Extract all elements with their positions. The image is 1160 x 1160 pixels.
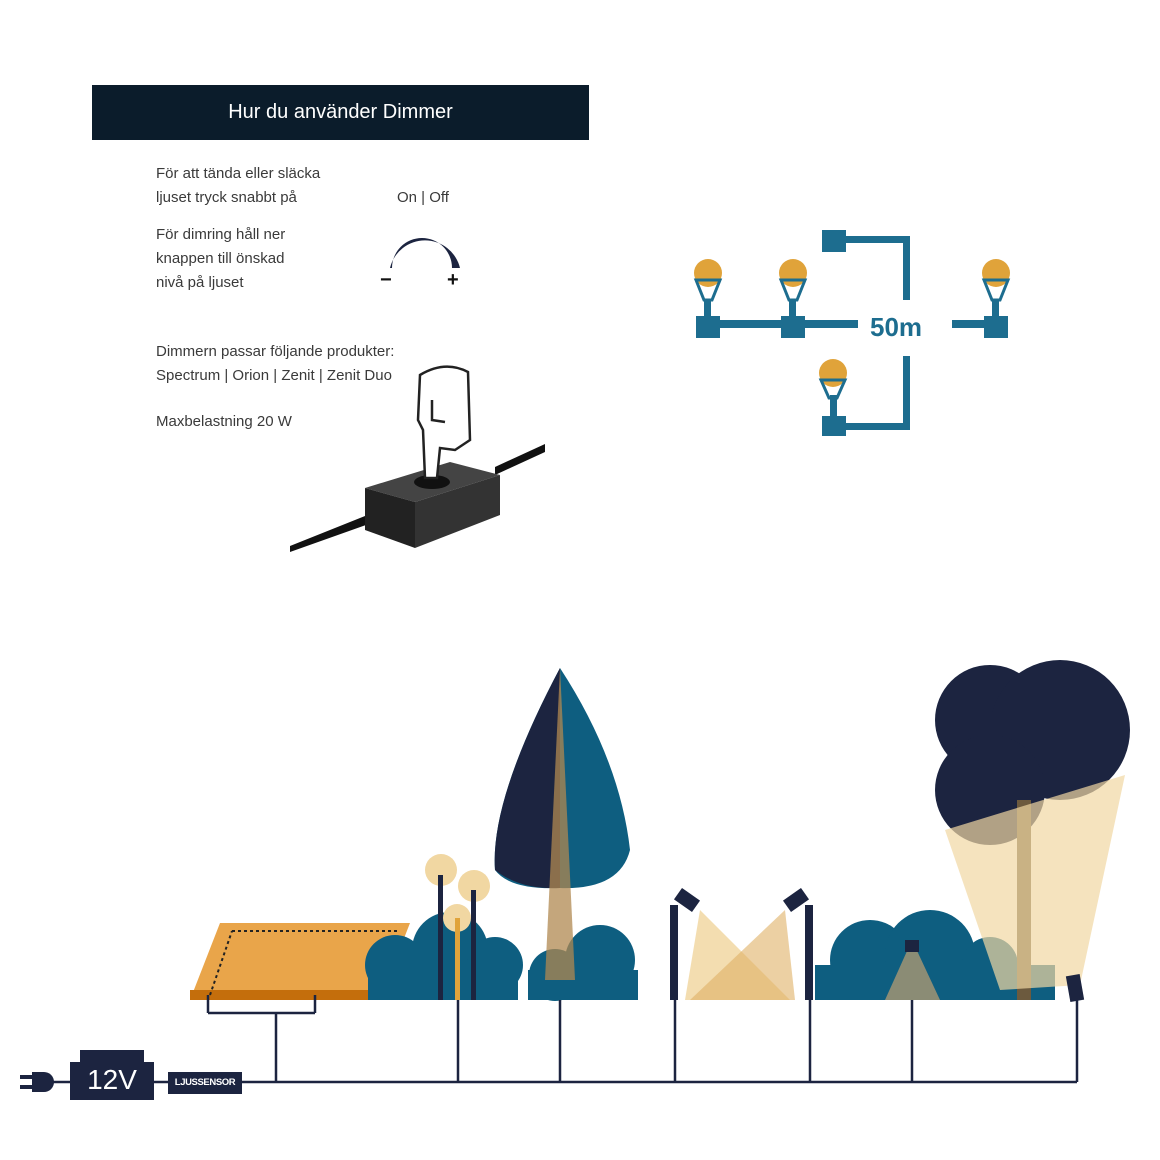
dim-minus: − [380, 269, 392, 291]
spotlights-icon [670, 887, 813, 1000]
dim-line-3: nivå på ljuset [156, 274, 244, 291]
products-title: Dimmern passar följande produkter: [156, 343, 395, 360]
bollard-lights-icon [425, 854, 1085, 1003]
onoff-line-1: För att tända eller släcka [156, 165, 321, 182]
onoff-label: On | Off [397, 189, 449, 206]
dim-line-1: För dimring håll ner [156, 226, 286, 243]
dim-plus: + [447, 269, 459, 291]
dim-arc-icon [390, 238, 460, 268]
page-title: Hur du använder Dimmer [92, 85, 589, 140]
cable-length-diagram [696, 230, 1008, 436]
dim-line-2: knappen till önskad [156, 250, 285, 267]
wiring [50, 995, 1079, 1084]
bushes-icon [365, 910, 1055, 1001]
cable-length-label: 50m [870, 312, 923, 342]
onoff-line-2: ljuset tryck snabbt på [156, 189, 297, 206]
bulb-icon-1 [693, 259, 723, 302]
dim-instruction: För dimring håll ner knappen till önskad… [156, 223, 285, 295]
bulb-icon-3 [981, 259, 1011, 302]
deck-icon [190, 923, 410, 1000]
tree-round-icon [935, 660, 1130, 1000]
bulb-icon-4 [818, 359, 848, 400]
sensor-label: LJUSSENSOR [174, 1077, 236, 1088]
products-list: Spectrum | Orion | Zenit | Zenit Duo [156, 367, 392, 384]
bulb-icon-2 [778, 259, 808, 302]
plug-icon [20, 1072, 54, 1092]
hand-pointer-icon [416, 365, 472, 480]
onoff-instruction: För att tända eller släcka ljuset tryck … [156, 162, 320, 210]
max-load: Maxbelastning 20 W [156, 413, 292, 430]
products-block: Dimmern passar följande produkter: Spect… [156, 340, 394, 388]
dimmer-device-icon [290, 444, 545, 552]
transformer-label: 12V [87, 1064, 137, 1095]
tree-cone-icon [494, 668, 630, 980]
